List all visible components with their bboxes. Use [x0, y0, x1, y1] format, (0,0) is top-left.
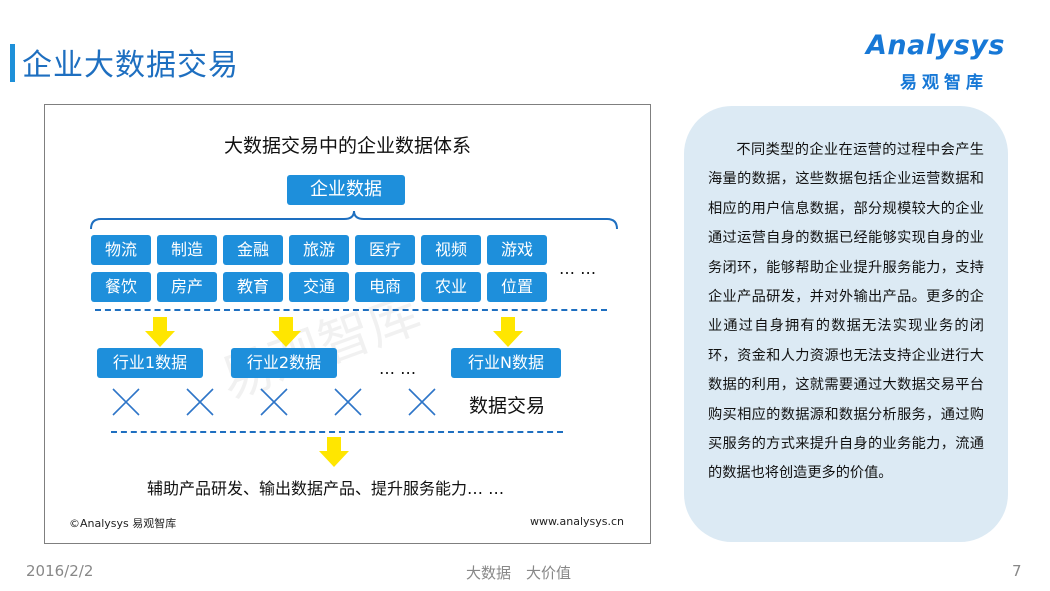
category-catering: 餐饮 [91, 272, 151, 302]
title-accent-bar [10, 44, 15, 82]
category-real-estate: 房产 [157, 272, 217, 302]
description-panel: 不同类型的企业在运营的过程中会产生海量的数据，这些数据包括企业运营数据和相应的用… [684, 106, 1008, 542]
category-games: 游戏 [487, 235, 547, 265]
category-location: 位置 [487, 272, 547, 302]
footer-date: 2016/2/2 [26, 562, 94, 580]
copyright-text: ©Analysys 易观智库 [69, 517, 177, 530]
category-finance: 金融 [223, 235, 283, 265]
category-manufacturing: 制造 [157, 235, 217, 265]
cross-icon [186, 388, 214, 416]
category-tourism: 旅游 [289, 235, 349, 265]
footer-slogan: 大数据 大价值 [466, 564, 572, 582]
down-arrow-icon [319, 437, 349, 467]
category-logistics: 物流 [91, 235, 151, 265]
categories-ellipsis: … … [559, 259, 597, 278]
page-number: 7 [1012, 562, 1022, 580]
dashed-divider-top [95, 309, 607, 311]
cross-icon [112, 388, 140, 416]
description-text: 不同类型的企业在运营的过程中会产生海量的数据，这些数据包括企业运营数据和相应的用… [708, 142, 984, 482]
cross-icon [408, 388, 436, 416]
category-agriculture: 农业 [421, 272, 481, 302]
diagram-frame: 易观智库 大数据交易中的企业数据体系 企业数据 物流 制造 金融 旅游 医疗 视… [44, 104, 651, 544]
category-transport: 交通 [289, 272, 349, 302]
industries-ellipsis: … … [379, 359, 417, 378]
root-node-enterprise-data: 企业数据 [287, 175, 405, 205]
logo-subtitle: 易观智库 [900, 73, 988, 93]
down-arrow-icon [145, 317, 175, 347]
logo-wordmark: Analysys [866, 30, 1005, 61]
down-arrow-icon [493, 317, 523, 347]
cross-icon [334, 388, 362, 416]
category-brace [90, 210, 618, 230]
result-outcomes: 辅助产品研发、输出数据产品、提升服务能力… … [147, 479, 505, 498]
dashed-divider-bottom [111, 431, 563, 433]
page-title: 企业大数据交易 [22, 48, 239, 83]
category-education: 教育 [223, 272, 283, 302]
category-ecommerce: 电商 [355, 272, 415, 302]
category-medical: 医疗 [355, 235, 415, 265]
industry-n-data: 行业N数据 [451, 348, 561, 378]
down-arrow-icon [271, 317, 301, 347]
website-text: www.analysys.cn [530, 515, 624, 528]
analysys-logo: Analysys 易观智库 [866, 30, 1024, 94]
cross-icon [260, 388, 288, 416]
industry-2-data: 行业2数据 [231, 348, 337, 378]
diagram-title: 大数据交易中的企业数据体系 [223, 135, 471, 157]
data-trade-label: 数据交易 [469, 395, 546, 417]
industry-1-data: 行业1数据 [97, 348, 203, 378]
category-video: 视频 [421, 235, 481, 265]
